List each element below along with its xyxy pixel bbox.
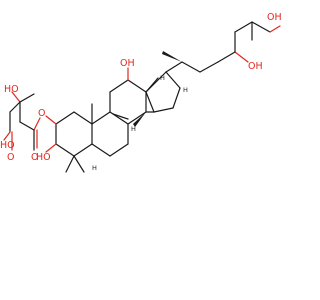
ring-a-bonds [45,111,93,173]
label-ho-acid: HO [4,84,19,95]
ring-d-bonds [145,71,181,113]
label-ho-hmg: HO [0,140,15,151]
label-oh-top-right: OH [267,12,282,23]
label-o-ester: O [38,108,45,119]
label-o-carbonyl: O [31,152,38,163]
structure-canvas: OH OH OH H H H O O HO O HO HO H [0,12,282,173]
methyl-wedge-c14 [133,112,146,127]
label-oh-c12: OH [120,58,135,69]
label-h-c14: H [131,125,136,133]
side-chain-bonds [162,21,281,73]
label-h-c5: H [92,164,97,172]
methyl-wedge-c20 [162,51,182,62]
ring-b-bonds [91,103,129,157]
label-h-c17: H [183,86,188,94]
label-o-acid: O [7,152,14,163]
label-ho-c3: HO [36,152,51,163]
label-h-c13: H [160,74,165,82]
molecule-structure: OH OH OH H H H O O HO O HO HO H [0,12,282,173]
ring-c-bonds [109,67,159,127]
hmg-ester-bonds [3,91,41,151]
label-oh-side-chain: OH [248,61,263,72]
